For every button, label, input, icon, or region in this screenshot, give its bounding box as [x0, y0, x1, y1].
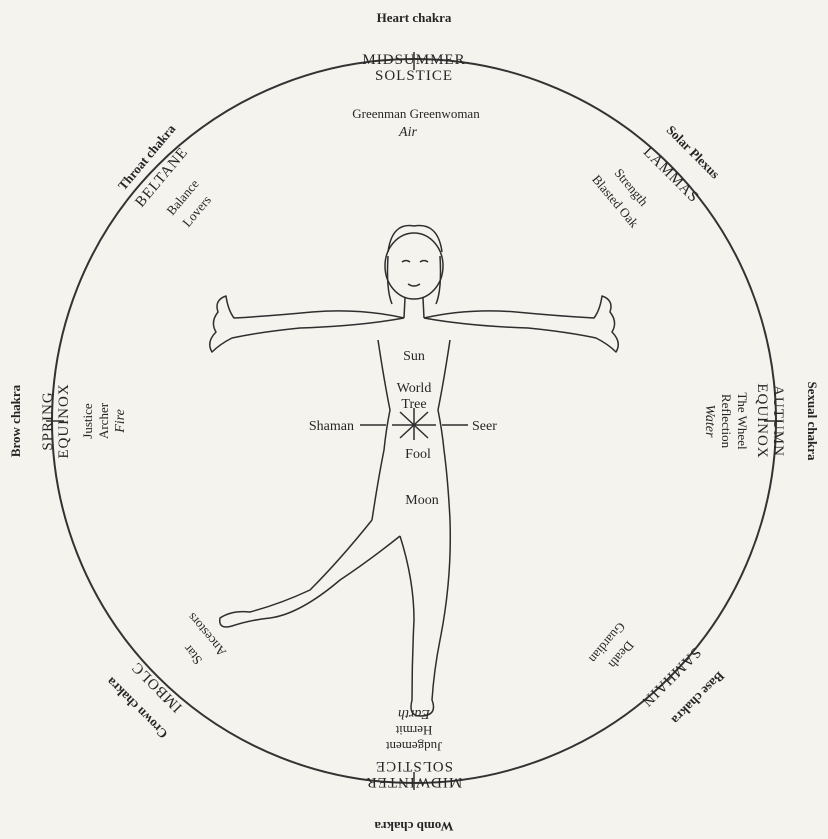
star-label: Star — [180, 642, 205, 668]
moon-label: Moon — [405, 493, 438, 508]
air-label: Air — [398, 125, 417, 140]
shaman-label: Shaman — [309, 419, 354, 434]
justice-label: Justice — [80, 403, 95, 439]
midsummer-solstice-label: SOLSTICE — [375, 68, 453, 84]
spring-equinox-label: EQUINOX — [56, 383, 72, 458]
brow-chakra-label: Brow chakra — [8, 384, 23, 457]
seer-label: Seer — [472, 419, 497, 434]
fire-label: Fire — [113, 409, 128, 434]
midwinter-label: MIDWINTER — [366, 774, 462, 790]
hermit-label: Hermit — [395, 723, 432, 738]
womb-chakra-label: Womb chakra — [374, 819, 454, 834]
heart-chakra-label: Heart chakra — [377, 10, 452, 25]
sexual-chakra-label: Sexual chakra — [805, 381, 820, 461]
archer-label: Archer — [96, 402, 111, 439]
sun-label: Sun — [403, 349, 425, 364]
figure-head — [385, 233, 443, 299]
human-figure — [210, 226, 619, 716]
midsummer-label: MIDSUMMER — [362, 52, 465, 68]
earth-label: Earth — [398, 706, 431, 721]
world-label: World — [397, 381, 432, 396]
reflection-label: Reflection — [719, 394, 734, 449]
autumn-label: AUTUMN — [770, 385, 786, 457]
water-label: Water — [702, 405, 717, 438]
judgement-label: Judgement — [385, 739, 442, 754]
greenman-greenwoman-label: Greenman Greenwoman — [352, 106, 480, 121]
fool-label: Fool — [405, 447, 431, 462]
the-wheel-label: The Wheel — [735, 392, 750, 450]
spring-label: SPRING — [40, 391, 56, 450]
midwinter-solstice-label: SOLSTICE — [375, 758, 453, 774]
autumn-equinox-label: EQUINOX — [754, 383, 770, 458]
tree-label: Tree — [401, 397, 426, 412]
